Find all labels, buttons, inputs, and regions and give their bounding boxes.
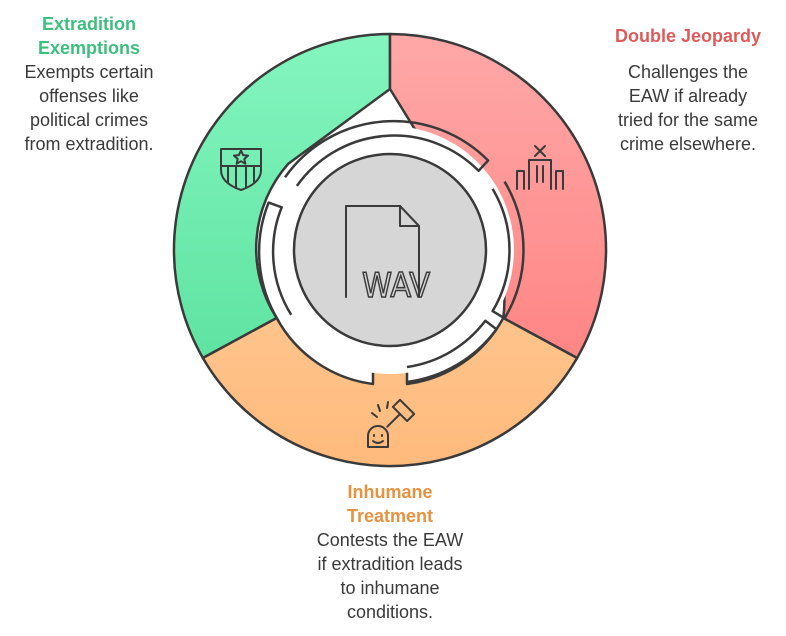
description-line: political crimes bbox=[29, 110, 149, 130]
description-line: EAW if already bbox=[628, 86, 748, 106]
inner-arc-top bbox=[283, 119, 490, 187]
extradition-exemptions-title: Extradition Exemptions bbox=[6, 12, 172, 60]
center-circle bbox=[292, 152, 488, 348]
extradition-exemptions-title-line: Exemptions bbox=[37, 38, 141, 58]
description-line: from extradition. bbox=[24, 134, 154, 154]
inner-arc-red bbox=[491, 181, 525, 320]
inhumane-treatment-block: Inhumane Treatment Contests the EAW if e… bbox=[292, 480, 488, 624]
center-file-label: WAV bbox=[362, 266, 430, 306]
shield-star-icon bbox=[220, 148, 262, 191]
inner-arc-bottom bbox=[406, 319, 498, 384]
description-line: Contests the EAW bbox=[316, 530, 464, 550]
gavel-person-icon bbox=[367, 398, 416, 448]
double-jeopardy-block: Double Jeopardy Challenges the EAW if al… bbox=[600, 24, 776, 156]
description-line: Exempts certain bbox=[24, 62, 154, 82]
segment-inhumane-treatment bbox=[201, 316, 579, 468]
description-line: conditions. bbox=[346, 602, 434, 622]
inhumane-treatment-title: Inhumane Treatment bbox=[292, 480, 488, 528]
courthouse-x-icon bbox=[516, 145, 564, 190]
description-line: Challenges the bbox=[627, 62, 749, 82]
inner-arc-green bbox=[257, 201, 293, 323]
segment-extradition-exemptions bbox=[172, 32, 392, 360]
description-line: crime elsewhere. bbox=[619, 134, 757, 154]
double-jeopardy-title-line: Double Jeopardy bbox=[614, 26, 762, 46]
document-icon bbox=[345, 205, 420, 298]
description-line: to inhumane bbox=[340, 578, 440, 598]
description-line: tried for the same bbox=[617, 110, 759, 130]
extradition-exemptions-title-line: Extradition bbox=[41, 14, 136, 34]
inhumane-treatment-description: Contests the EAW if extradition leads to… bbox=[292, 528, 488, 624]
extradition-exemptions-block: Extradition Exemptions Exempts certain o… bbox=[6, 12, 172, 156]
double-jeopardy-title: Double Jeopardy bbox=[600, 24, 776, 48]
inhumane-treatment-title-line: Treatment bbox=[346, 506, 434, 526]
inhumane-treatment-title-line: Inhumane bbox=[347, 482, 433, 502]
description-line: if extradition leads bbox=[317, 554, 463, 574]
description-line: offenses like bbox=[39, 86, 139, 106]
double-jeopardy-description: Challenges the EAW if already tried for … bbox=[600, 60, 776, 156]
extradition-exemptions-description: Exempts certain offenses like political … bbox=[6, 60, 172, 156]
